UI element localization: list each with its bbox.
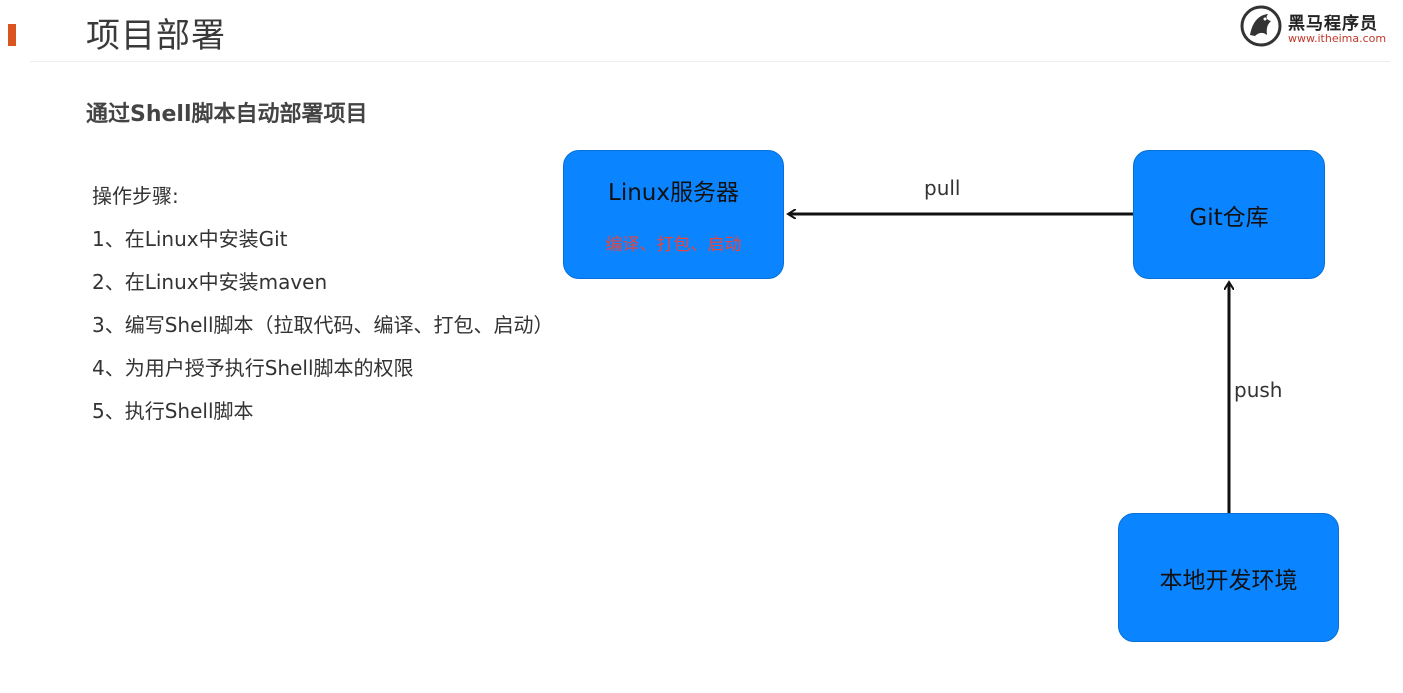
step-item: 4、为用户授予执行Shell脚本的权限 [92, 356, 414, 380]
brand-logo: 黑马程序员 www.itheima.com [1240, 5, 1390, 49]
linux-server-label: Linux服务器 [608, 180, 739, 206]
header-divider [30, 61, 1390, 62]
page-title: 项目部署 [86, 16, 226, 56]
title-accent-bar [8, 24, 16, 46]
steps-heading: 操作步骤: [92, 184, 179, 208]
steps-list: 操作步骤: 1、在Linux中安装Git 2、在Linux中安装maven 3、… [92, 182, 554, 440]
git-repo-label: Git仓库 [1189, 205, 1269, 231]
push-label: push [1234, 378, 1283, 402]
step-item: 2、在Linux中安装maven [92, 270, 328, 294]
local-dev-node: 本地开发环境 [1118, 513, 1339, 642]
linux-server-sublabel: 编译、打包、启动 [605, 235, 742, 255]
git-repo-node: Git仓库 [1133, 150, 1325, 279]
linux-server-node: Linux服务器 编译、打包、启动 [563, 150, 784, 279]
step-item: 1、在Linux中安装Git [92, 227, 288, 251]
logo-name: 黑马程序员 [1288, 14, 1378, 34]
horse-logo-icon [1240, 5, 1282, 47]
section-title: 通过Shell脚本自动部署项目 [86, 102, 368, 127]
pull-label: pull [924, 176, 961, 200]
step-item: 5、执行Shell脚本 [92, 399, 254, 423]
local-dev-label: 本地开发环境 [1159, 568, 1298, 594]
logo-url: www.itheima.com [1288, 32, 1387, 45]
step-item: 3、编写Shell脚本（拉取代码、编译、打包、启动） [92, 313, 554, 337]
